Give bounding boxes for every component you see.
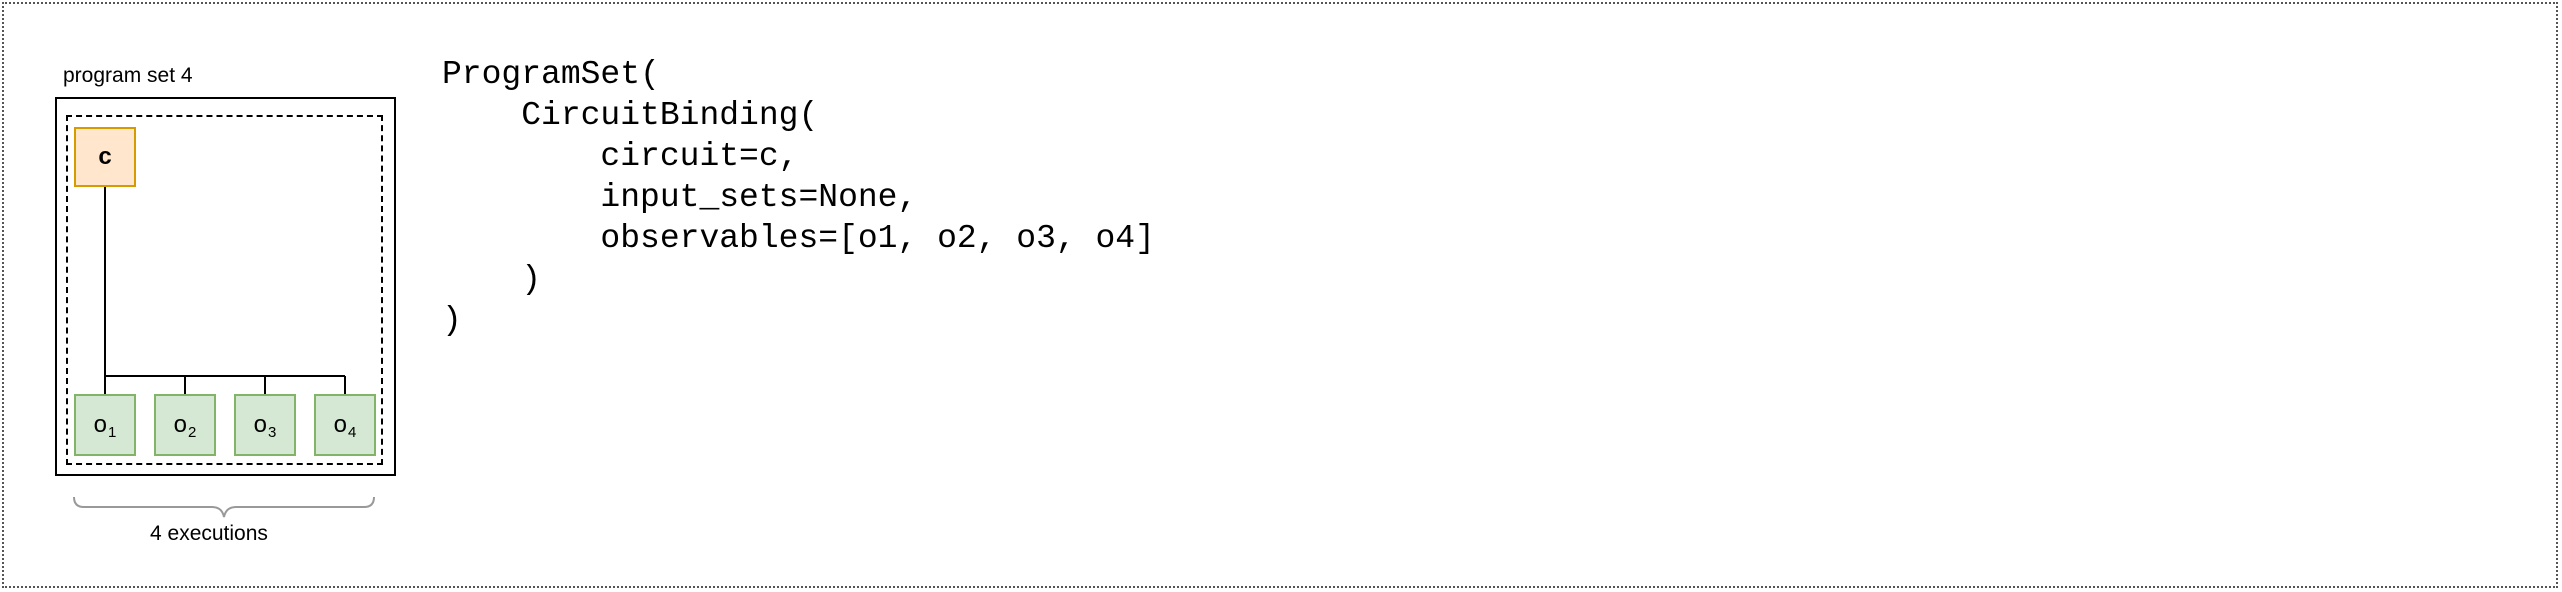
code-line: CircuitBinding(	[442, 97, 819, 134]
code-line: circuit=c,	[442, 138, 799, 175]
observable-subscript: 1	[108, 423, 117, 441]
observable-subscript: 3	[268, 423, 277, 441]
observable-base: o	[253, 411, 267, 438]
circuit-binding-box	[66, 115, 383, 465]
program-set-label: program set 4	[63, 64, 193, 87]
observable-subscript: 2	[188, 423, 197, 441]
code-line: )	[442, 261, 542, 298]
program-set-box	[55, 97, 396, 476]
code-line: input_sets=None,	[442, 179, 918, 216]
observable-base: o	[173, 411, 187, 438]
code-line: )	[442, 302, 462, 339]
circuit-node-c: c	[74, 127, 136, 187]
code-line: observables=[o1, o2, o3, o4]	[442, 220, 1155, 257]
code-line: ProgramSet(	[442, 56, 660, 93]
code-block: ProgramSet( CircuitBinding( circuit=c, i…	[442, 54, 1155, 341]
observable-base: o	[93, 411, 107, 438]
executions-label: 4 executions	[150, 522, 268, 545]
circuit-node-label: c	[98, 143, 112, 170]
observable-base: o	[333, 411, 347, 438]
observable-subscript: 4	[348, 423, 357, 441]
